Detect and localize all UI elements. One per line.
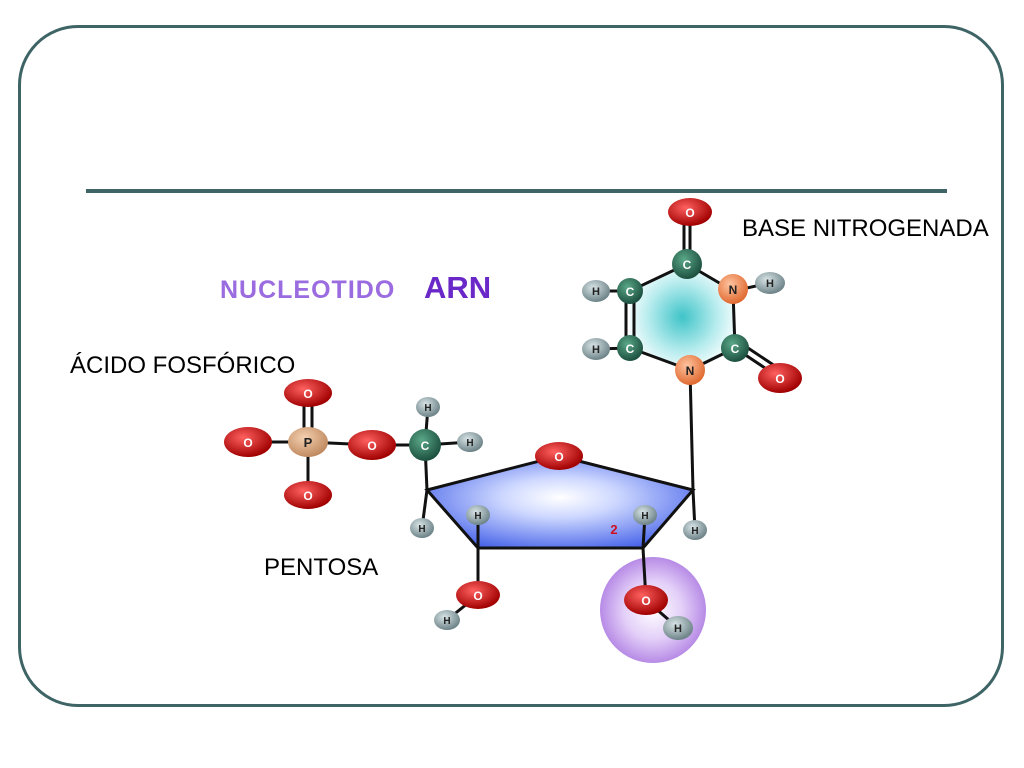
atom-symbol: H: [674, 623, 682, 635]
atom-symbol: O: [367, 439, 376, 453]
atom-symbol: O: [685, 206, 694, 220]
atom-hydrogen: [755, 272, 785, 294]
atom-oxygen: [224, 427, 272, 457]
atom-nitrogen: [675, 355, 705, 385]
atom-symbol: H: [474, 511, 481, 522]
pentose-ring: [424, 454, 696, 550]
base-ring-fill: [630, 264, 735, 370]
atom-oxygen: [758, 363, 802, 393]
atom-symbol: H: [691, 526, 698, 537]
title-divider: [86, 189, 947, 193]
atom-symbol: H: [592, 286, 600, 298]
atom-symbol: H: [592, 344, 600, 356]
atoms: O C N H C H C H C O N O H H H H 2 O: [224, 198, 802, 640]
atom-symbol: O: [473, 589, 482, 603]
diagram-title-suffix: ARN: [424, 270, 492, 305]
label-acido-fosforico: ÁCIDO FOSFÓRICO: [70, 352, 296, 379]
atom-symbol: C: [731, 342, 740, 356]
atom-symbol: P: [304, 435, 313, 450]
atom-hydrogen: [582, 280, 610, 302]
atom-oxygen: [535, 442, 583, 470]
atom-symbol: C: [683, 258, 692, 272]
diagram-title-prefix: NUCLEOTIDO: [220, 276, 396, 304]
atom-symbol: O: [243, 436, 252, 450]
atom-symbol: C: [421, 439, 430, 453]
atom-symbol: H: [466, 438, 473, 449]
atom-symbol: H: [766, 278, 774, 290]
atom-oxygen: [348, 430, 396, 460]
atom-hydrogen: [582, 338, 610, 360]
atom-symbol: O: [303, 489, 312, 503]
atom-symbol: C: [626, 285, 635, 299]
atom-symbol: H: [641, 511, 648, 522]
label-base-nitrogenada: BASE NITROGENADA: [742, 215, 989, 242]
atom-hydrogen: [457, 432, 483, 452]
atom-carbon: [409, 429, 441, 461]
ring-position-label: 2: [610, 522, 617, 537]
atom-carbon: [721, 334, 749, 362]
atom-nitrogen: [718, 274, 748, 304]
atom-symbol: O: [775, 372, 784, 386]
atom-symbol: O: [554, 450, 563, 464]
atom-symbol: H: [424, 403, 431, 414]
atom-symbol: C: [626, 342, 635, 356]
atom-symbol: O: [641, 594, 650, 608]
atom-symbol: N: [729, 283, 738, 297]
atom-oxygen: [284, 379, 332, 407]
atom-phosphorus: [288, 427, 328, 457]
atom-hydrogen: [416, 397, 440, 417]
atom-hydrogen: [410, 518, 434, 538]
label-pentosa: PENTOSA: [264, 554, 379, 581]
atom-symbol: O: [303, 387, 312, 401]
atom-carbon: [617, 278, 643, 304]
atom-hydrogen: [663, 616, 693, 640]
atom-hydrogen: [633, 505, 657, 525]
atom-hydrogen: [683, 520, 707, 540]
slide-frame: [18, 25, 1004, 707]
atom-carbon: [672, 249, 702, 279]
atom-symbol: N: [686, 364, 695, 378]
atom-oxygen: [456, 581, 500, 609]
atom-oxygen: [284, 481, 332, 509]
atom-oxygen: [624, 585, 668, 615]
atom-oxygen: [668, 198, 712, 226]
atom-symbol: H: [418, 524, 425, 535]
atom-hydrogen: [466, 505, 490, 525]
atom-symbol: H: [443, 616, 450, 627]
atom-hydrogen: [434, 610, 460, 630]
atom-carbon: [617, 335, 643, 361]
